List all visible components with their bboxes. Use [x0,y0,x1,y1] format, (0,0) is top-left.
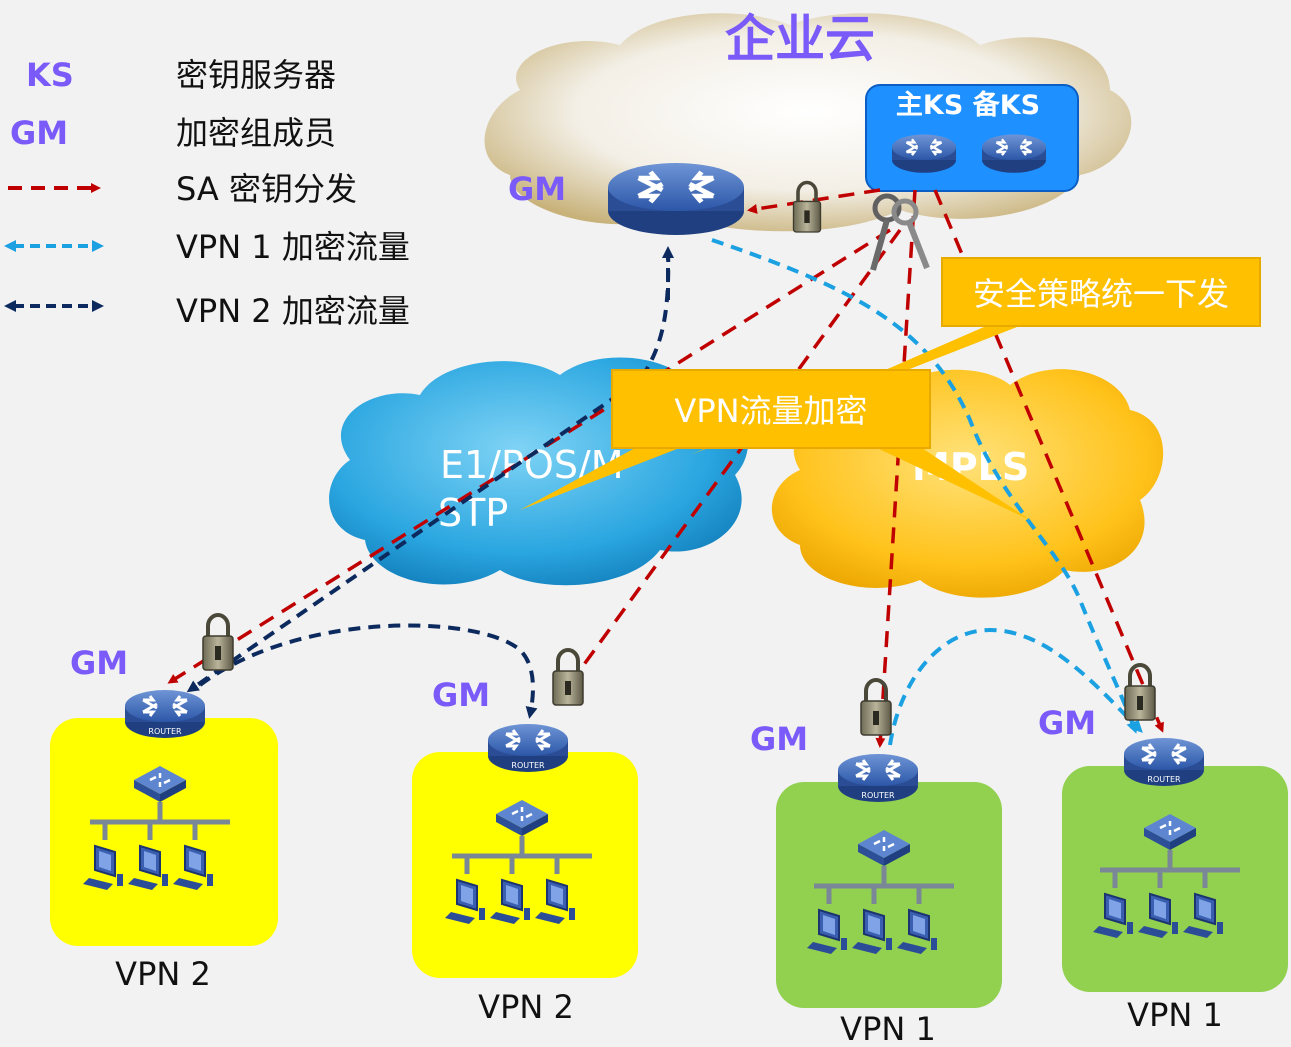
site-vpn1-b-gm-label: GM [1038,704,1096,742]
vpn1-arrow-hub-to-site4 [711,238,1138,734]
hub-gm-label: GM [508,170,566,208]
site-vpn2-a-router-icon: ROUTER [123,688,207,740]
vpn2-arrow-site1-to-site2 [198,623,538,719]
svg-text:ROUTER: ROUTER [861,791,895,800]
sa-arrow-to-site4 [933,189,1164,733]
encrypt-callout: VPN流量加密 [520,369,1030,520]
lock-icon-site3 [859,678,893,737]
policy-callout-text: 安全策略统一下发 [973,275,1229,313]
svg-text:ROUTER: ROUTER [148,727,182,736]
site-vpn1-b-box [1062,766,1288,992]
ks-box-label: 主KS 备KS [896,90,1040,121]
svg-text:ROUTER: ROUTER [511,761,545,770]
site-vpn2-b-gm-label: GM [432,676,490,714]
site-vpn2-b-label: VPN 2 [478,988,574,1026]
site-vpn1-a: GM ROUTER VPN 1 [750,720,1002,1047]
enterprise-cloud-label: 企业云 [725,10,875,68]
keys-icon [870,193,930,271]
site-vpn1-a-lan [814,866,954,904]
sa-arrow-to-site3 [875,189,917,748]
site-vpn1-b: GM ROUTER VPN 1 [1038,704,1288,1034]
legend-label-vpn2: VPN 2 加密流量 [176,292,410,330]
site-vpn1-a-gm-label: GM [750,720,808,758]
sa-arrow-to-site2 [578,228,902,672]
site-vpn2-b: GM ROUTER VPN 2 [412,676,638,1026]
site-vpn2-a-lan [90,802,230,840]
lock-icon-site2 [551,648,585,707]
legend-vpn1-arrow-tail [4,240,16,252]
site-vpn2-a-gm-label: GM [70,644,128,682]
ks-box: 主KS 备KS [865,84,1079,192]
site-vpn1-b-label: VPN 1 [1127,996,1223,1034]
primary-ks-router-icon [890,133,958,175]
legend-key-gm: GM [10,114,68,152]
site-vpn1-b-router-icon: ROUTER [1122,736,1206,788]
site-vpn1-b-lan [1100,850,1240,888]
hub-gm-router-icon [608,163,744,235]
legend-label-sa: SA 密钥分发 [176,170,357,208]
site-vpn2-b-lan [452,836,592,874]
site-vpn1-a-box [776,782,1002,1008]
encrypt-callout-text: VPN流量加密 [674,392,867,430]
site-vpn1-a-router-icon: ROUTER [836,752,920,804]
site-vpn2-a: GM ROUTER VPN 2 [50,644,278,993]
backup-ks-router-icon [980,133,1048,175]
legend-label-ks: 密钥服务器 [176,56,336,94]
lock-icon-site1 [201,613,235,672]
site-vpn1-a-label: VPN 1 [840,1010,936,1043]
legend: KS 密钥服务器 GM 加密组成员 SA 密钥分发 VPN 1 加密流量 VPN… [4,56,410,330]
site-vpn2-a-label: VPN 2 [115,955,211,993]
site-vpn2-b-router-icon: ROUTER [486,722,570,774]
vpn1-traffic-arrows [711,238,1143,746]
vpn1-arrow-site3-to-site4 [888,627,1143,746]
legend-key-ks: KS [26,56,74,94]
svg-text:ROUTER: ROUTER [1147,775,1181,784]
legend-vpn2-arrow-tail [4,300,16,312]
legend-label-vpn1: VPN 1 加密流量 [176,228,410,266]
legend-label-gm: 加密组成员 [176,114,336,152]
site-vpn2-b-box [412,752,638,978]
site-vpn2-a-box [50,718,278,946]
